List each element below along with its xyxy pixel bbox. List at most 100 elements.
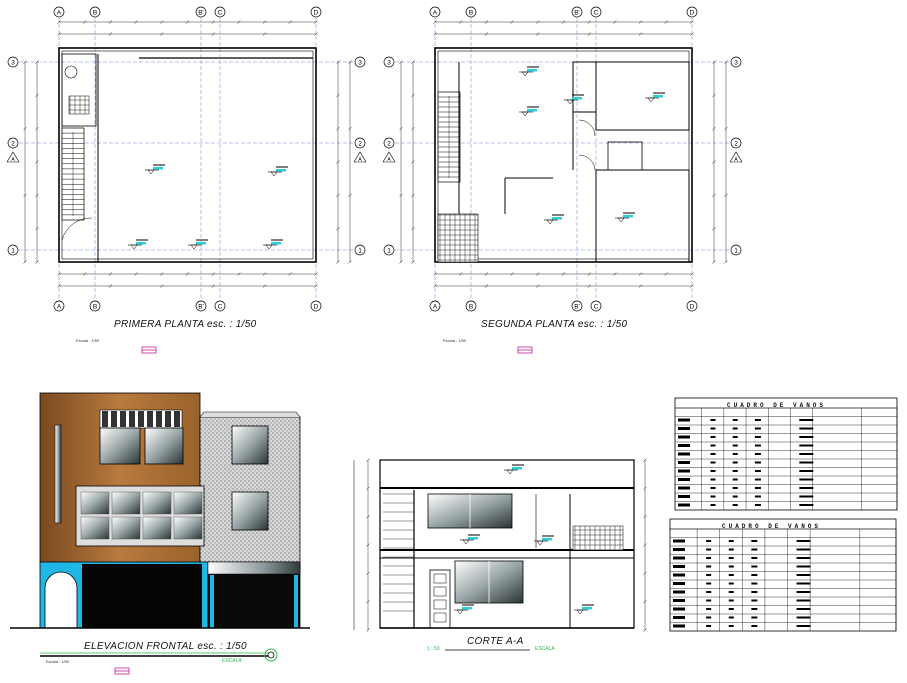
second-floor-plan-section-marker-left (382, 151, 396, 163)
first-floor-plan-axis-right-0-label: 1 (358, 247, 362, 254)
first-floor-plan-level-row-1-triangle (190, 244, 198, 250)
openings-table-2-cell-mark (751, 582, 758, 585)
first-floor-plan-dim-right-2-tick (348, 60, 352, 64)
second-floor-plan-laundry (607, 141, 643, 171)
second-floor-plan-dim-left-1-tick (411, 160, 415, 164)
openings-table-2-cell-mark (706, 616, 712, 619)
first-floor-plan-axis-bot-1-circle (89, 300, 101, 312)
second-floor-plan-dim-bot-1-tick (638, 272, 643, 276)
openings-table-1-cell-mark (710, 487, 716, 489)
section-door (429, 569, 451, 629)
first-floor-plan-level-row-0-tag (136, 242, 146, 245)
openings-table-2-cell-mark (706, 625, 712, 627)
elevation-shop-side-2 (294, 575, 298, 628)
openings-table-1-cell-mark (710, 470, 716, 472)
openings-table-2-cell-mark (796, 599, 811, 602)
first-floor-plan-level-row-2-triangle (265, 244, 273, 250)
second-floor-plan-section-marker-right-label: A (734, 157, 738, 163)
section-level-roof-triangle (506, 469, 514, 475)
openings-table-2-cell-mark (728, 625, 734, 627)
elevation-big-window-pane (80, 491, 110, 515)
section-level-upper-2-triangle (536, 540, 544, 546)
first-floor-plan-dim-top-1-tick (237, 20, 241, 24)
first-floor-plan-section-marker-right-label: A (358, 157, 362, 163)
first-floor-plan-dim-bot-1-tick (211, 272, 215, 276)
first-floor-plan-door-arc (61, 217, 93, 241)
first-floor-plan-axis-top-3-label: C (218, 9, 223, 16)
openings-table-1-cell-mark (732, 444, 738, 447)
openings-table-1-cell-mark (799, 419, 814, 421)
second-floor-plan-axis-left-0-label: 1 (387, 247, 391, 254)
first-floor-plan-dim-right-1-tick (336, 60, 340, 64)
first-floor-plan-dim-left-1-tick (35, 226, 39, 231)
openings-table-2-cell-mark (751, 616, 758, 619)
second-floor-plan-dim-bot-2-tick (587, 284, 591, 288)
second-floor-plan-axis-top-3-circle (590, 6, 602, 18)
first-floor-plan-dim-top-2-tick (108, 32, 113, 36)
openings-table-1-cell-mark (799, 504, 814, 506)
elevation-window-upper-right (144, 427, 184, 465)
section-level-ground-2-tag (582, 607, 592, 610)
openings-table-2-cell-mark (673, 565, 685, 568)
second-floor-plan-dim-right-1-tick (712, 93, 716, 98)
openings-table-2-cell-mark (728, 540, 734, 542)
first-floor-plan-axis-left-2-circle (7, 56, 19, 68)
first-floor-plan-axis-left-0-circle (7, 244, 19, 256)
first-floor-plan-axis-bot-4-circle (310, 300, 322, 312)
second-floor-plan-axis-right-2-circle (730, 56, 742, 68)
second-floor-plan-dim-bot-2-tick (536, 284, 540, 288)
openings-table-2-cell-mark (796, 608, 811, 610)
first-floor-plan-level-row-1-tag (196, 242, 206, 245)
second-floor-plan-dim-top-2-tick (690, 32, 694, 36)
second-floor-plan-axis-top-4-label: D (690, 9, 695, 16)
second-floor-plan-dim-top-1-tick (587, 20, 591, 24)
first-floor-plan-axis-left-0-label: 1 (11, 247, 15, 254)
section-level-roof-tag (512, 467, 522, 470)
second-floor-plan-dim-bot-2-tick (484, 284, 489, 288)
openings-table-2-title: CUADRO DE VANOS (722, 523, 822, 530)
openings-table-2-cell-mark (796, 574, 811, 576)
first-floor-plan-dim-bot-1-tick (57, 272, 61, 276)
openings-table-1-cell-mark (710, 427, 716, 430)
first-floor-plan-level-row-0-triangle (130, 244, 138, 250)
second-floor-plan-dim-left-1-tick (411, 126, 415, 131)
first-floor-plan-dim-top-1-tick (108, 20, 113, 24)
second-floor-plan-dim-top-1-tick (664, 20, 668, 24)
openings-table-2-cell-mark (706, 591, 712, 593)
openings-table-1-cell-mark (678, 452, 690, 456)
second-floor-plan-axis-top-0-label: A (433, 9, 438, 16)
elevation-awning-slat (111, 411, 117, 427)
first-floor-plan-axis-left-1-circle (7, 137, 19, 149)
openings-table-2-cell-mark (751, 608, 758, 610)
openings-table-2-cell-mark (796, 591, 811, 593)
openings-table-1-frame (674, 397, 898, 511)
second-floor-plan-level-1-tag (527, 109, 537, 112)
second-floor-plan-dim-top-1-tick (510, 20, 514, 24)
openings-table-1-cell-mark (799, 444, 814, 447)
second-floor-plan-axis-bot-3-circle (590, 300, 602, 312)
openings-table-1-cell-mark (754, 436, 761, 438)
elevation-north-circle (264, 648, 278, 662)
openings-table-1-cell-mark (732, 478, 738, 481)
first-floor-plan-axis-bot-0-label: A (57, 303, 62, 310)
first-floor-plan-dim-bot-2-tick (160, 284, 164, 288)
second-floor-plan-dim-bot-1-tick (613, 272, 617, 276)
first-floor-plan-axis-bot-1-label: B (93, 303, 97, 310)
first-floor-plan-dim-bot-1-tick (314, 272, 318, 276)
first-floor-plan-dim-top-1-tick (57, 20, 61, 24)
elevation-scale-caption: ESCALA (222, 658, 242, 664)
openings-table-1-cell-mark (799, 436, 814, 438)
elevation-awning-slat (120, 411, 126, 427)
first-floor-plan-dim-bot-2-tick (57, 284, 61, 288)
section-dim-right-tick (643, 599, 647, 604)
openings-table-1-cell-mark (799, 495, 814, 498)
first-floor-plan-dim-bot-1-tick (83, 272, 87, 276)
first-floor-plan-axis-top-2-label: B' (198, 9, 204, 16)
second-floor-plan-dim-right-2-tick (724, 193, 728, 198)
first-floor-plan-dim-right-2-tick (348, 193, 352, 198)
first-floor-plan-dim-right-1-tick (336, 226, 340, 231)
section-dim-left-tick (366, 628, 370, 632)
first-floor-plan-dim-right-1-tick (336, 260, 340, 264)
first-floor-plan-axis-left-1-label: 2 (11, 140, 15, 147)
first-floor-plan-level-2-triangle (270, 171, 278, 177)
